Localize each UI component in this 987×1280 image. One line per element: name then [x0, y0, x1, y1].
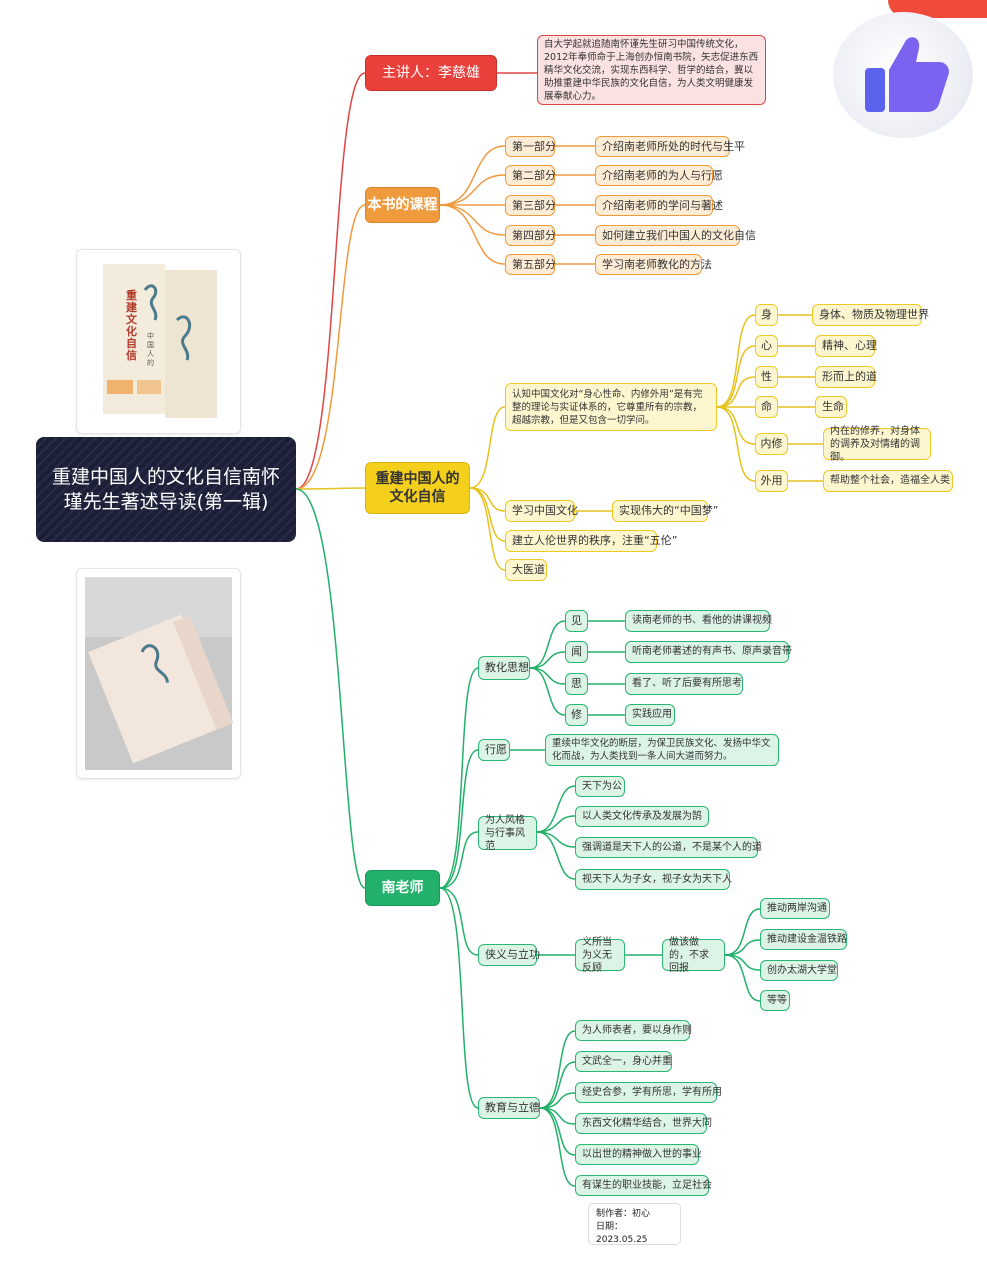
- teach-item-5[interactable]: 以出世的精神做入世的事业: [575, 1144, 702, 1165]
- order-node[interactable]: 建立人伦世界的秩序，注重“五伦”: [505, 530, 677, 552]
- edu-jian-desc[interactable]: 读南老师的书、看他的讲课视频: [625, 610, 772, 632]
- merit-item-3[interactable]: 创办太湖大学堂: [760, 960, 838, 981]
- teach-item-2[interactable]: 文武全一，身心并重: [575, 1051, 672, 1072]
- course-part-2[interactable]: 第二部分: [505, 165, 556, 186]
- course-part-4[interactable]: 第四部分: [505, 225, 556, 246]
- merit-duty-node[interactable]: 做该做的，不求回报: [662, 937, 725, 974]
- edu-wen[interactable]: 闻: [565, 641, 588, 663]
- style-node[interactable]: 为人风格与行事风范: [478, 815, 537, 852]
- teach-node[interactable]: 教育与立德: [478, 1097, 540, 1119]
- style-item-2[interactable]: 以人类文化传承及发展为鹄: [575, 806, 709, 827]
- merit-item-1[interactable]: 推动两岸沟通: [760, 898, 830, 919]
- root-node[interactable]: 重建中国人的文化自信南怀瑾先生著述导读(第一辑): [36, 437, 296, 542]
- credit-box: 制作者：初心 日期：2023.05.25: [588, 1203, 681, 1245]
- style-item-3[interactable]: 强调道是天下人的公道，不是某个人的道: [575, 837, 762, 858]
- course-desc-1[interactable]: 介绍南老师所处的时代与生平: [595, 136, 745, 157]
- aspect-xin-desc[interactable]: 精神、心理: [815, 335, 877, 357]
- course-desc-3[interactable]: 介绍南老师的学问与著述: [595, 195, 723, 216]
- confidence-node[interactable]: 重建中国人的文化自信: [365, 462, 470, 514]
- aspect-waiyong[interactable]: 外用: [755, 470, 788, 492]
- aspect-waiyong-desc[interactable]: 帮助整个社会，造福全人类: [823, 470, 953, 492]
- speaker-bio-node[interactable]: 自大学起就追随南怀谨先生研习中国传统文化，2012年奉师命于上海创办恒南书院，矢…: [537, 35, 766, 105]
- aspect-xing[interactable]: 性: [755, 366, 778, 388]
- study-culture-node[interactable]: 学习中国文化: [505, 500, 578, 522]
- book-cover-title: 重建文化自信: [126, 289, 137, 362]
- edu-xiu[interactable]: 修: [565, 704, 588, 726]
- medicine-node[interactable]: 大医道: [505, 559, 547, 581]
- course-desc-2[interactable]: 介绍南老师的为人与行愿: [595, 165, 723, 186]
- aspect-neixiu-desc[interactable]: 内在的修养，对身体的调养及对情绪的调御。: [823, 426, 931, 463]
- speaker-node[interactable]: 主讲人：李慈雄: [365, 55, 497, 91]
- root-title: 重建中国人的文化自信南怀瑾先生著述导读(第一辑): [51, 465, 280, 513]
- confidence-intro-node[interactable]: 认知中国文化对“身心性命、内修外用”是有完整的理论与实证体系的，它尊重所有的宗教…: [505, 383, 717, 431]
- teach-item-3[interactable]: 经史合参，学有所思，学有所用: [575, 1082, 722, 1103]
- aspect-ming[interactable]: 命: [755, 396, 778, 418]
- edu-si-desc[interactable]: 看了、听了后要有所思考: [625, 673, 743, 695]
- book-cover-subtitle: 中国人的: [147, 332, 154, 367]
- course-part-3[interactable]: 第三部分: [505, 195, 556, 216]
- course-node[interactable]: 本书的课程: [365, 187, 440, 223]
- aspect-neixiu[interactable]: 内修: [755, 433, 788, 455]
- aspect-xing-desc[interactable]: 形而上的道: [815, 366, 877, 388]
- merit-node[interactable]: 侠义与立功: [478, 944, 540, 966]
- thumb-up-icon: [833, 12, 973, 138]
- book-cover-image: 重建文化自信 中国人的: [76, 249, 241, 434]
- aspect-ming-desc[interactable]: 生命: [815, 396, 847, 418]
- aspect-shen-desc[interactable]: 身体、物质及物理世界: [812, 304, 929, 326]
- aspect-shen[interactable]: 身: [755, 304, 778, 326]
- course-part-1[interactable]: 第一部分: [505, 136, 556, 157]
- edu-jian[interactable]: 见: [565, 610, 588, 632]
- merit-item-2[interactable]: 推动建设金温铁路: [760, 929, 847, 950]
- edu-thought-node[interactable]: 教化思想: [478, 656, 530, 680]
- merit-item-4[interactable]: 等等: [760, 990, 790, 1011]
- edu-wen-desc[interactable]: 听南老师著述的有声书、原声录音带: [625, 641, 792, 663]
- aspect-xin[interactable]: 心: [755, 335, 778, 357]
- course-desc-5[interactable]: 学习南老师教化的方法: [595, 254, 712, 275]
- merit-righteous-node[interactable]: 义所当为义无反顾: [575, 937, 625, 974]
- nan-node[interactable]: 南老师: [365, 870, 440, 906]
- vow-node[interactable]: 行愿: [478, 739, 510, 761]
- book-photo-image: [76, 568, 241, 779]
- vow-desc-node[interactable]: 重续中华文化的断层，为保卫民族文化、发扬中华文化而战，为人类找到一条人间大道而努…: [545, 734, 779, 766]
- edu-xiu-desc[interactable]: 实践应用: [625, 704, 675, 726]
- china-dream-node[interactable]: 实现伟大的“中国梦”: [612, 500, 718, 522]
- teach-item-4[interactable]: 东西文化精华结合，世界大同: [575, 1113, 712, 1134]
- teach-item-6[interactable]: 有谋生的职业技能，立足社会: [575, 1175, 712, 1196]
- course-desc-4[interactable]: 如何建立我们中国人的文化自信: [595, 225, 756, 246]
- teach-item-1[interactable]: 为人师表者，要以身作则: [575, 1020, 692, 1041]
- credit-date: 日期：2023.05.25: [596, 1222, 648, 1245]
- credit-maker: 制作者：初心: [596, 1209, 651, 1219]
- style-item-4[interactable]: 视天下人为子女，视子女为天下人: [575, 869, 732, 890]
- style-item-1[interactable]: 天下为公: [575, 776, 625, 797]
- edu-si[interactable]: 思: [565, 673, 588, 695]
- course-part-5[interactable]: 第五部分: [505, 254, 556, 275]
